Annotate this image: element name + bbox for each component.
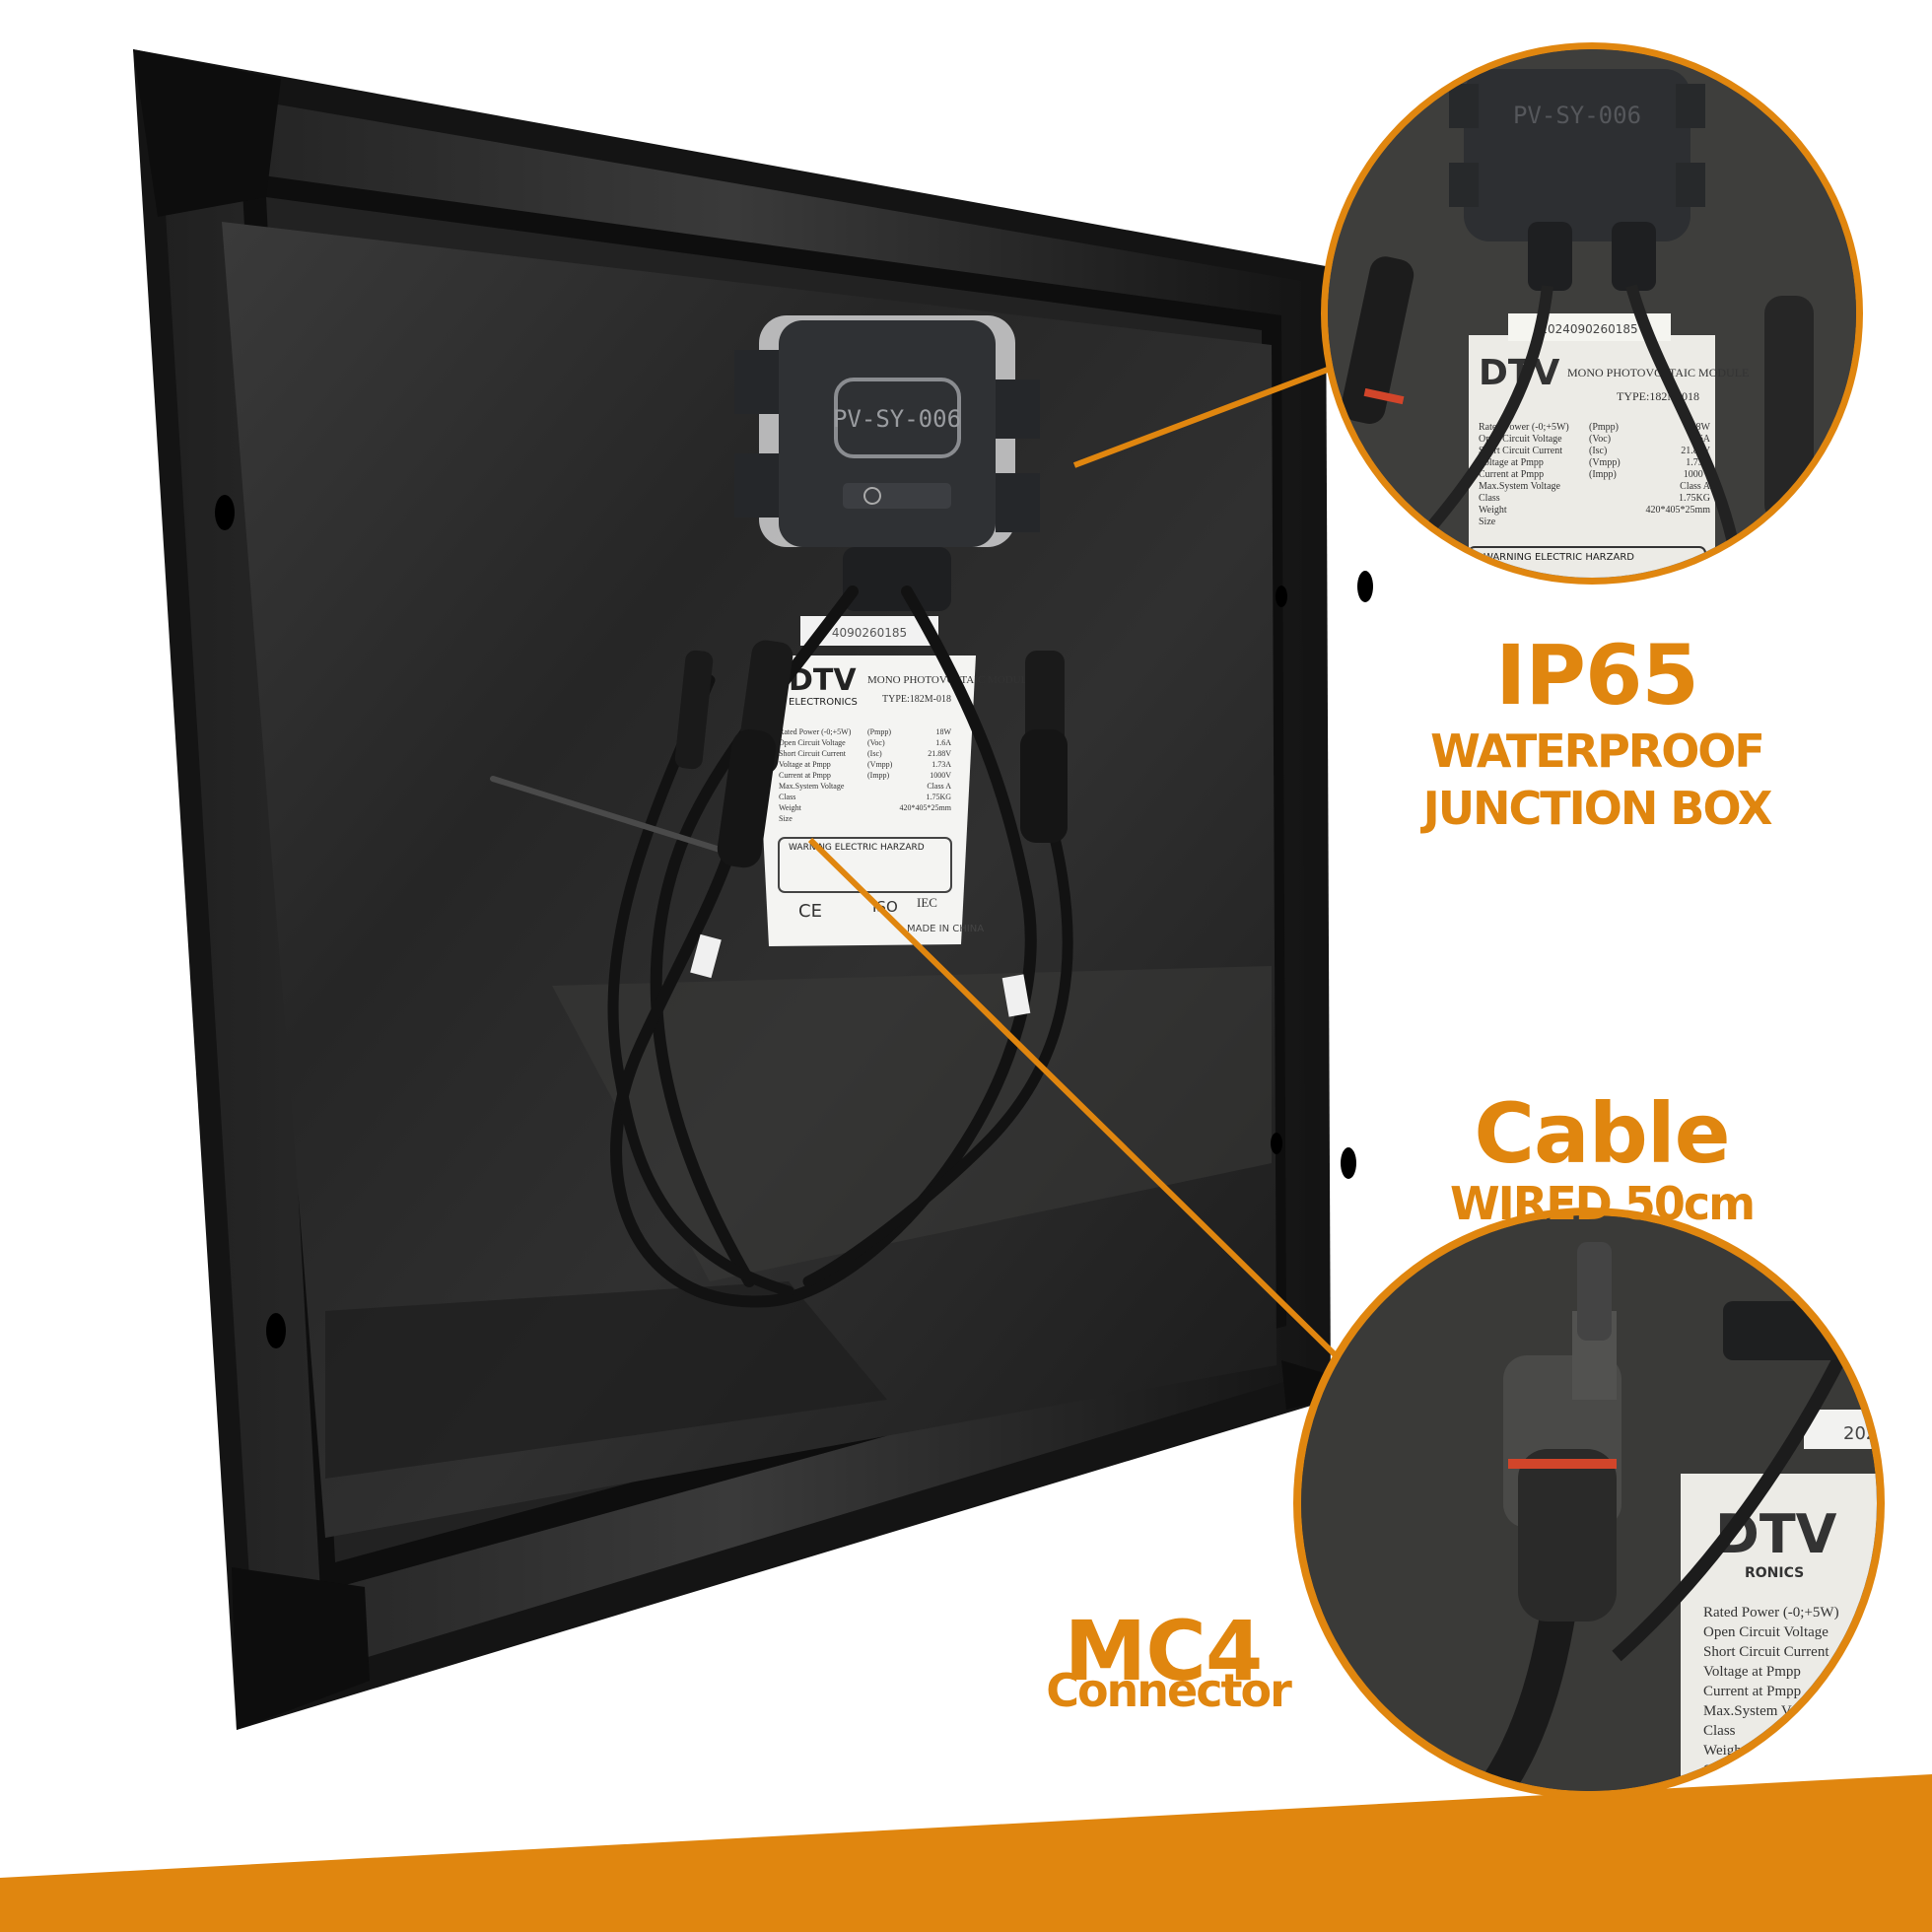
spec-label: Open Circuit Voltage — [1479, 434, 1562, 445]
zoom-circle-junction-box: 2024090260185 DTV MONO PHOTOVOLTAIC MODU… — [1321, 42, 1863, 585]
spec-label: Rated Power (-0;+5W) — [1703, 1605, 1839, 1621]
spec-symbol: (Impp) — [867, 771, 890, 780]
orange-floor-band — [0, 1774, 1932, 1932]
svg-text:MADE IN CHINA: MADE IN CHINA — [907, 924, 984, 934]
callout-mc4-title: MC4 — [1064, 1603, 1264, 1699]
spec-value: 1.73A — [932, 760, 951, 769]
spec-label: Short Circuit Current — [1479, 446, 1562, 456]
spec-symbol: (Impp) — [1878, 1684, 1919, 1699]
callout-waterproof-label: WATERPROOF — [1430, 724, 1765, 778]
mounting-holes — [215, 495, 1373, 1348]
spec-symbol: (Pmpp) — [867, 727, 891, 736]
callout-leader-lines — [807, 362, 1344, 1363]
svg-text:ELECTRONICS: ELECTRONICS — [789, 697, 858, 708]
spec-label: Max.System Voltage — [779, 782, 845, 791]
mc4-connectors — [674, 640, 1068, 1017]
spec-value: Class A — [1680, 481, 1711, 492]
junction-box: PV-SY-006 — [734, 315, 1040, 611]
spec-value: 1.75KG — [926, 793, 951, 801]
spec-label: Voltage at Pmpp — [1479, 457, 1544, 468]
nameplate-specs-zoom: Rated Power (-0;+5W) (Pmpp) 18W Open Circui… — [1479, 422, 1711, 527]
callout-junction-box-label: JUNCTION BOX — [1422, 782, 1773, 835]
spec-symbol: (Vmpp) — [867, 760, 893, 769]
spec-symbol: (Impp) — [1589, 469, 1617, 480]
spec-symbol: (Vmpp) — [1589, 457, 1621, 468]
svg-text:MONO PHOTOVOLTAIC MODULE: MONO PHOTOVOLTAIC MODULE — [1567, 366, 1749, 380]
svg-text:ISO: ISO — [872, 898, 898, 916]
spec-symbol: (Vmpp) — [1878, 1664, 1925, 1680]
callout-cable-length-label: WIRED 50cm — [1449, 1177, 1756, 1230]
svg-text:IEC: IEC — [917, 895, 937, 910]
spec-label: Class — [1703, 1723, 1736, 1739]
spec-label: Voltage at Pmpp — [1703, 1664, 1801, 1680]
spec-value: 21.88V — [928, 749, 951, 758]
frame-corners — [133, 49, 1331, 1730]
spec-symbol: (Voc) — [1589, 434, 1611, 445]
spec-label: Current at Pmpp — [1703, 1684, 1801, 1699]
nameplate-specs: Rated Power (-0;+5W) (Pmpp) 18W Open Circui… — [779, 727, 952, 823]
spec-label: Rated Power (-0;+5W) — [779, 727, 852, 736]
callout-connector-label: Connector — [1046, 1664, 1292, 1717]
spec-label: Short Circuit Current — [1703, 1644, 1829, 1660]
svg-text:TYPE:182M-018: TYPE:182M-018 — [1617, 389, 1699, 403]
spec-label: Short Circuit Current — [779, 749, 847, 758]
spec-label: Size — [779, 814, 793, 823]
svg-text:TYPE:182M-018: TYPE:182M-018 — [882, 694, 951, 705]
spec-label: Max.System Voltage — [1479, 481, 1561, 492]
spec-label: Class — [779, 793, 795, 801]
callout-cable-title: Cable — [1474, 1085, 1730, 1182]
spec-symbol: (Pmpp) — [1589, 422, 1619, 433]
callout-ip65-title: IP65 — [1495, 627, 1699, 724]
svg-text:WARNING ELECTRIC HARZARD: WARNING ELECTRIC HARZARD — [1484, 552, 1634, 563]
spec-label: Open Circuit Voltage — [1703, 1624, 1828, 1640]
spec-value: 420*405*25mm — [1645, 505, 1710, 516]
spec-symbol: (Isc) — [1589, 446, 1607, 456]
panel-back-sheet — [222, 222, 1276, 1538]
svg-text:PV-SY-006: PV-SY-006 — [1513, 102, 1641, 129]
spec-label: Class — [1479, 493, 1500, 504]
spec-value: 420*405*25mm — [900, 803, 952, 812]
spec-label: Voltage at Pmpp — [779, 760, 831, 769]
zoom-circle-mc4-connector: 2024 DTV RONICS Rated Power (-0;+5W)(Pmp… — [1293, 1208, 1925, 1799]
spec-label: Max.System Voltage — [1703, 1703, 1827, 1719]
spec-value: 1000V — [1684, 469, 1711, 480]
spec-symbol: (Isc) — [867, 749, 882, 758]
svg-text:2024090260185: 2024090260185 — [1540, 322, 1637, 336]
spec-value: 1.75KG — [1679, 493, 1710, 504]
spec-symbol: (Isc) — [1878, 1644, 1904, 1660]
spec-value: 1000V — [930, 771, 951, 780]
nameplate-specs-close-up: Rated Power (-0;+5W) (Pmpp) Open Circuit V… — [1703, 1605, 1925, 1778]
spec-label: Current at Pmpp — [1479, 469, 1544, 480]
spec-label: Open Circuit Voltage — [779, 738, 846, 747]
svg-text:4090260185: 4090260185 — [832, 626, 907, 640]
spec-value: 18W — [1691, 422, 1711, 433]
spec-value: Class A — [927, 782, 951, 791]
spec-value: 18W — [935, 727, 951, 736]
spec-symbol: (Pmpp) — [1878, 1605, 1922, 1621]
svg-text:WARNING ELECTRIC HARZARD: WARNING ELECTRIC HARZARD — [789, 843, 925, 853]
spec-label: Rated Power (-0;+5W) — [1479, 422, 1569, 433]
spec-label: Weight — [779, 803, 802, 812]
spec-label: Size — [1479, 517, 1496, 527]
spec-symbol: (Voc) — [1878, 1624, 1910, 1640]
spec-label: Weight — [1479, 505, 1507, 516]
spec-label: Current at Pmpp — [779, 771, 831, 780]
junction-box-model: PV-SY-006 — [833, 405, 961, 433]
spec-symbol: (Voc) — [867, 738, 885, 747]
spec-value: 1.6A — [935, 738, 951, 747]
spec-value: 1.73A — [1686, 457, 1711, 468]
svg-text:2024: 2024 — [1843, 1423, 1889, 1444]
svg-text:CE: CE — [798, 901, 822, 922]
svg-text:RONICS: RONICS — [1745, 1565, 1804, 1581]
